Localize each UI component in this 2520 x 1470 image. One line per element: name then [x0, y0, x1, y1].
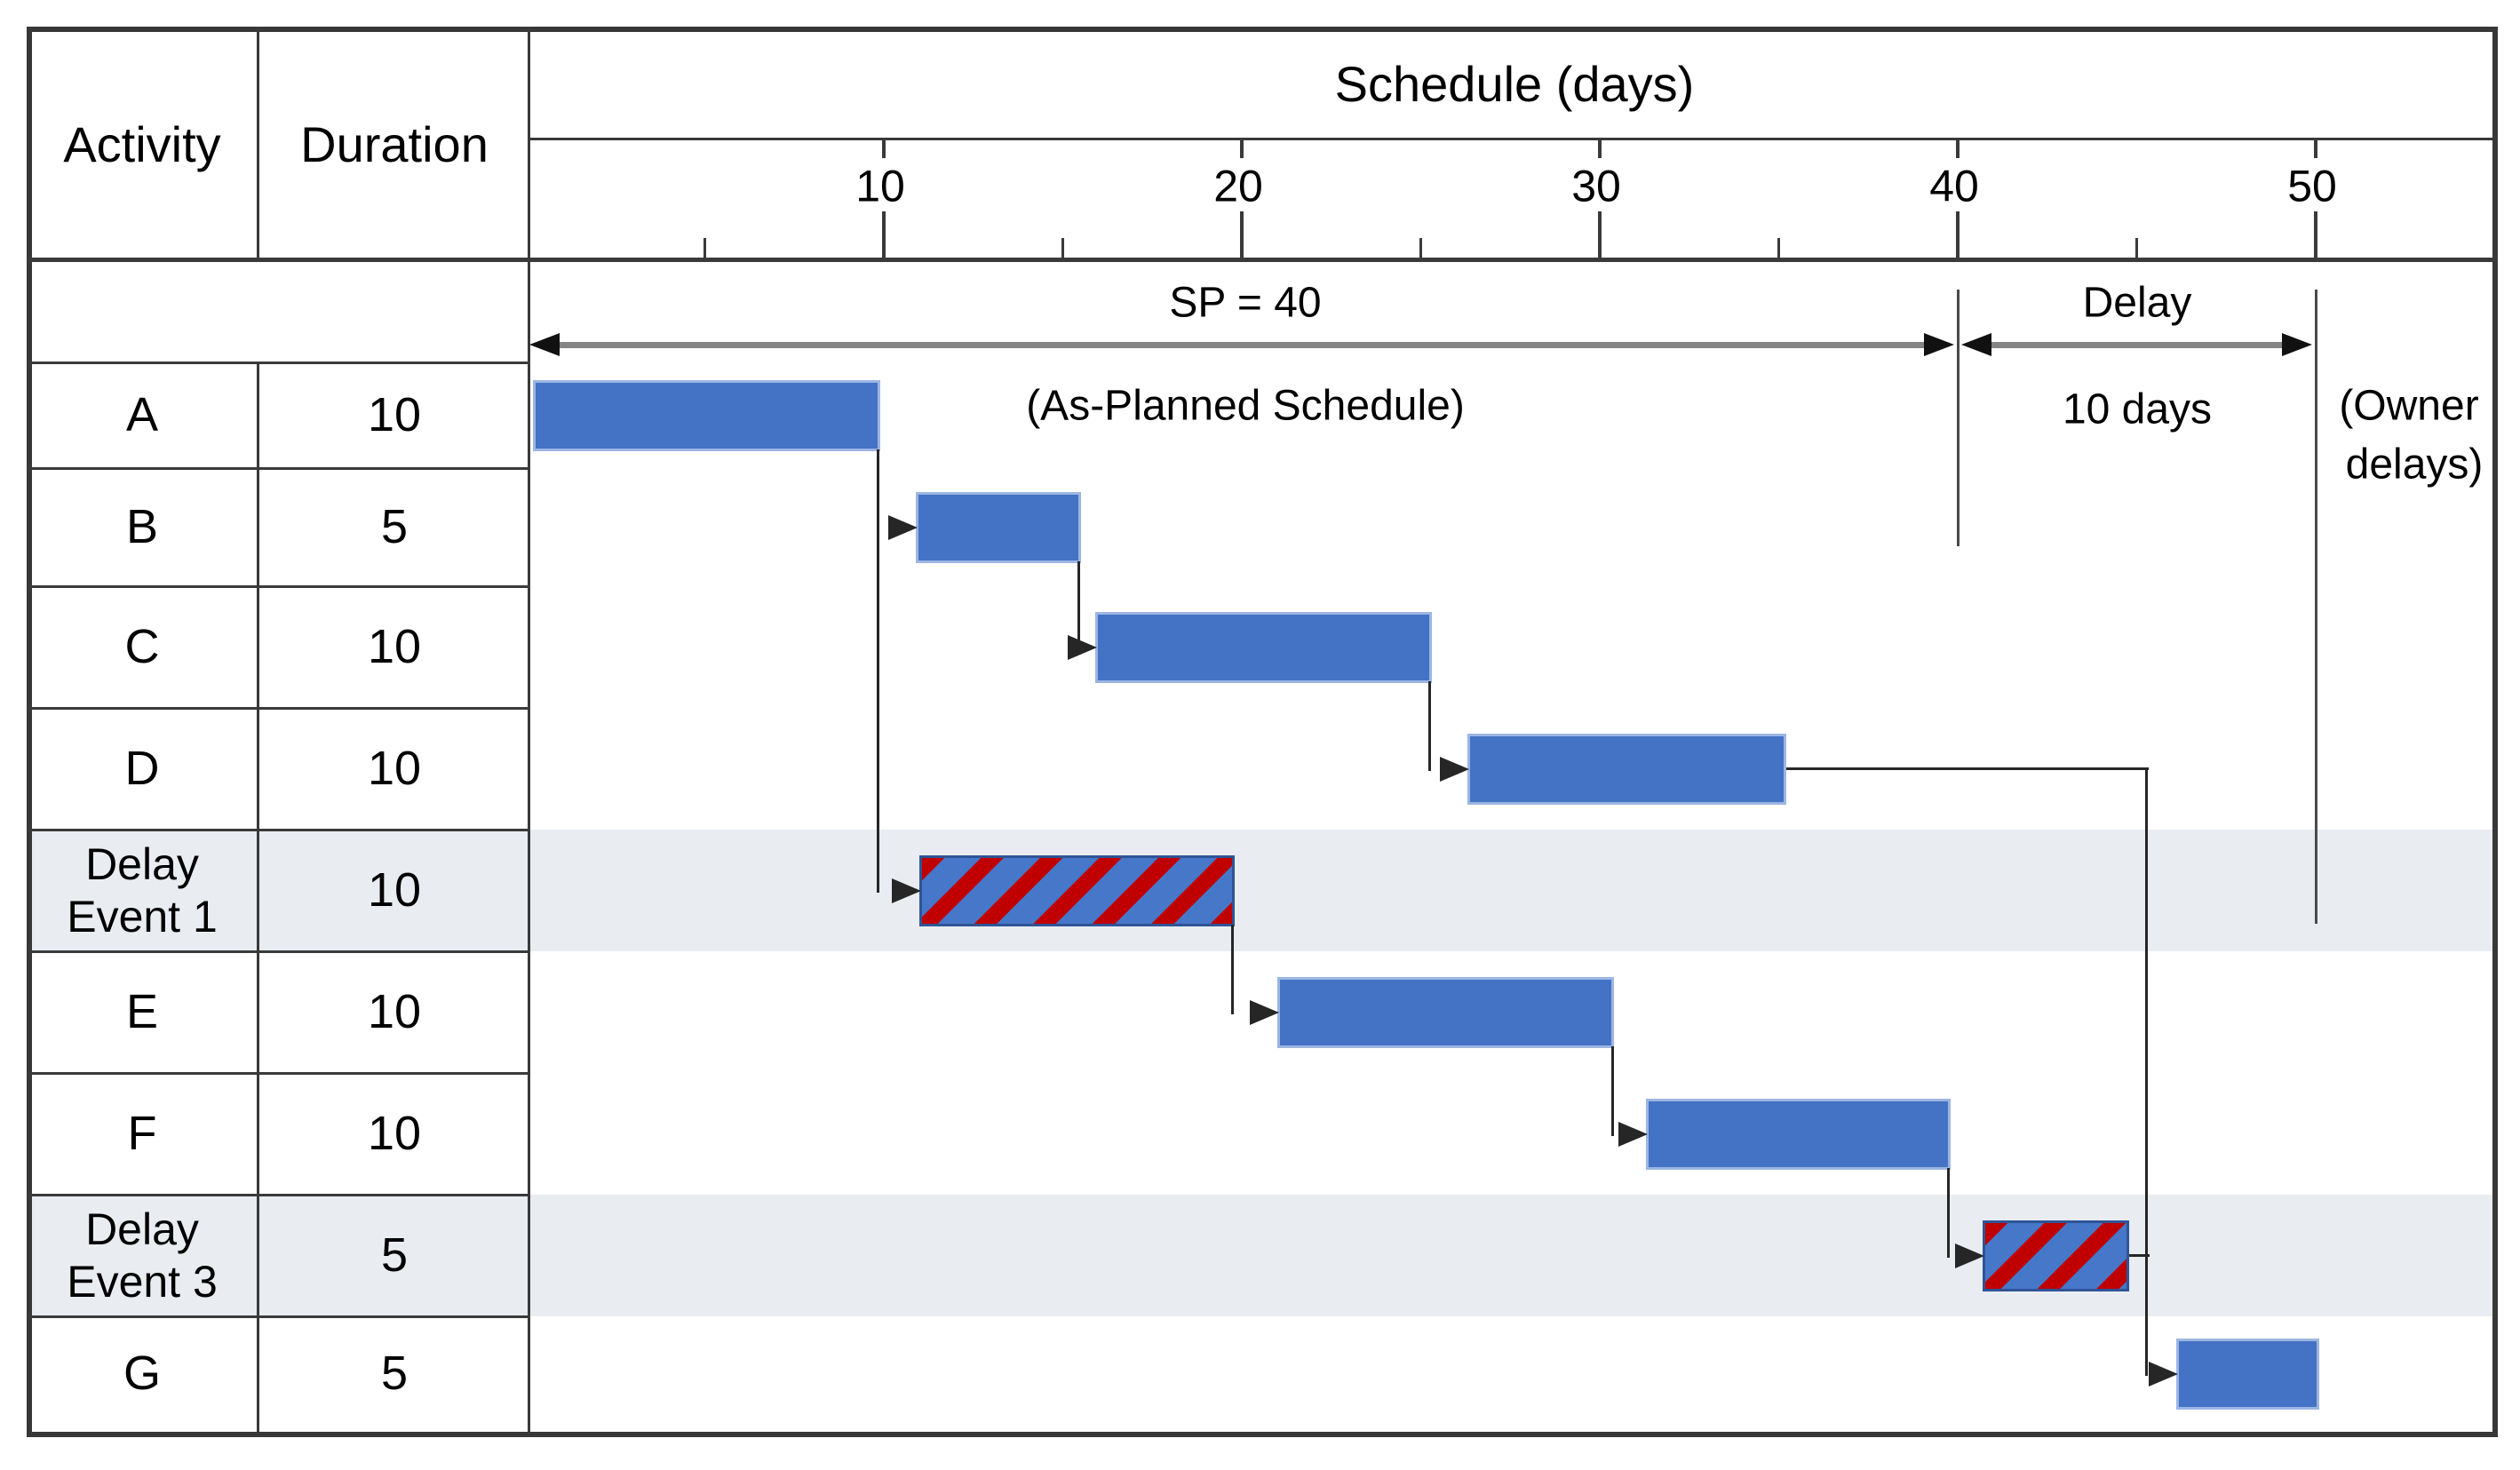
activity-bar [1467, 733, 1786, 805]
activity-row-label: C [124, 619, 160, 673]
sp-duration-label: SP = 40 [1169, 279, 1322, 327]
major-tick-upper-mark [2314, 140, 2317, 158]
major-tick-lower-mark [882, 211, 886, 259]
day50-boundary-line [2314, 290, 2317, 924]
activity-bar [1094, 611, 1432, 683]
activity-row-label: Delay Event 1 [67, 838, 218, 942]
major-tick-upper-mark [882, 140, 886, 158]
duration-column-header: Duration [300, 115, 489, 172]
connector-line [1428, 680, 1432, 771]
tick-label: 40 [1929, 161, 1979, 211]
sp-dimension-arrow-arrowhead-icon [1924, 333, 1954, 356]
row-divider-line [27, 466, 530, 470]
activity-row-label: B [125, 499, 159, 553]
connector-arrowhead-icon [1067, 634, 1097, 660]
row-divider-line [27, 1071, 530, 1075]
activity-row-label: D [124, 741, 160, 795]
major-tick-lower-mark [1598, 211, 1602, 259]
activity-row-label: A [125, 387, 159, 441]
duration-value: 5 [380, 1228, 409, 1282]
tick-label: 30 [1571, 161, 1621, 211]
column-divider-activity-duration [256, 362, 259, 1432]
delay-label: Delay [2082, 279, 2192, 327]
major-tick-upper-mark [1598, 140, 1602, 158]
connector-line [1610, 1045, 1614, 1136]
row-divider-line [27, 584, 530, 588]
minor-tick-mark [704, 238, 706, 259]
major-tick-upper-mark [1240, 140, 1244, 158]
connector-arrowhead-icon [2148, 1362, 2178, 1387]
delay-days-label: 10 days [2062, 385, 2213, 433]
activity-bar [1277, 976, 1615, 1048]
activity-bar [916, 491, 1081, 563]
connector-line [1231, 924, 1235, 1014]
minor-tick-mark [1061, 238, 1064, 259]
connector-arrowhead-icon [1955, 1243, 1985, 1268]
day40-boundary-line [1956, 290, 1960, 546]
connector-line [2145, 768, 2149, 1376]
connector-line [1077, 560, 1081, 649]
activity-row-label: E [125, 984, 159, 1038]
activity-row-label: G [123, 1347, 162, 1401]
connector-line [877, 449, 880, 893]
connector-line [2129, 1254, 2150, 1257]
connector-arrowhead-icon [888, 514, 918, 540]
activity-row-label: Delay Event 3 [67, 1204, 218, 1307]
duration-value: 10 [367, 1106, 422, 1160]
column-divider-activity-duration [256, 27, 259, 259]
row-divider-line [27, 1193, 530, 1196]
owner-delays-label-line1: (Owner [2339, 382, 2479, 430]
duration-value: 10 [367, 387, 422, 441]
major-tick-lower-mark [1956, 211, 1960, 259]
axis-title-underline [529, 137, 2498, 140]
delay-dimension-arrow-arrowhead-icon [1961, 333, 1991, 356]
duration-value: 10 [367, 741, 422, 795]
sp-dimension-arrow-shaft [552, 341, 1931, 348]
major-tick-upper-mark [1956, 140, 1960, 158]
table-outer-border [27, 27, 2498, 1437]
connector-arrowhead-icon [892, 878, 922, 903]
tick-label: 20 [1213, 161, 1263, 211]
delay-row-band [30, 830, 2494, 951]
duration-value: 5 [380, 1347, 409, 1401]
connector-arrowhead-icon [1439, 756, 1469, 782]
connector-line [1947, 1167, 1951, 1258]
tick-label: 10 [855, 161, 905, 211]
connector-line [1785, 767, 2149, 770]
duration-value: 10 [367, 862, 422, 917]
activity-bar [1646, 1098, 1951, 1170]
major-tick-lower-mark [2314, 211, 2317, 259]
row-divider-line [27, 706, 530, 710]
major-tick-lower-mark [1240, 211, 1244, 259]
as-planned-schedule-label: (As-Planned Schedule) [1026, 382, 1465, 430]
connector-arrowhead-icon [1250, 999, 1280, 1025]
row-divider-line [27, 361, 530, 364]
activity-bar [2175, 1339, 2320, 1410]
axis-title: Schedule (days) [1334, 55, 1695, 112]
activity-bar [533, 379, 880, 451]
minor-tick-mark [1419, 238, 1422, 259]
delay-dimension-arrow-shaft [1984, 341, 2289, 348]
duration-value: 5 [380, 499, 409, 553]
activity-row-label: F [127, 1106, 157, 1160]
row-divider-line [27, 1315, 530, 1318]
duration-value: 10 [367, 984, 422, 1038]
row-divider-line [27, 828, 530, 831]
tick-label: 50 [2287, 161, 2337, 211]
delay-event-bar [919, 854, 1235, 926]
duration-value: 10 [367, 619, 422, 673]
activity-column-header: Activity [63, 115, 221, 172]
delay-dimension-arrow-arrowhead-icon [2282, 333, 2312, 356]
minor-tick-mark [2135, 238, 2138, 259]
connector-arrowhead-icon [1618, 1121, 1649, 1147]
minor-tick-mark [1777, 238, 1780, 259]
delay-event-bar [1983, 1220, 2130, 1291]
row-divider-line [27, 950, 530, 953]
owner-delays-label-line2: delays) [2345, 441, 2484, 489]
column-divider-duration-chart [527, 27, 530, 1432]
header-bottom-line [27, 257, 2498, 262]
sp-dimension-arrow-arrowhead-icon [529, 333, 560, 356]
